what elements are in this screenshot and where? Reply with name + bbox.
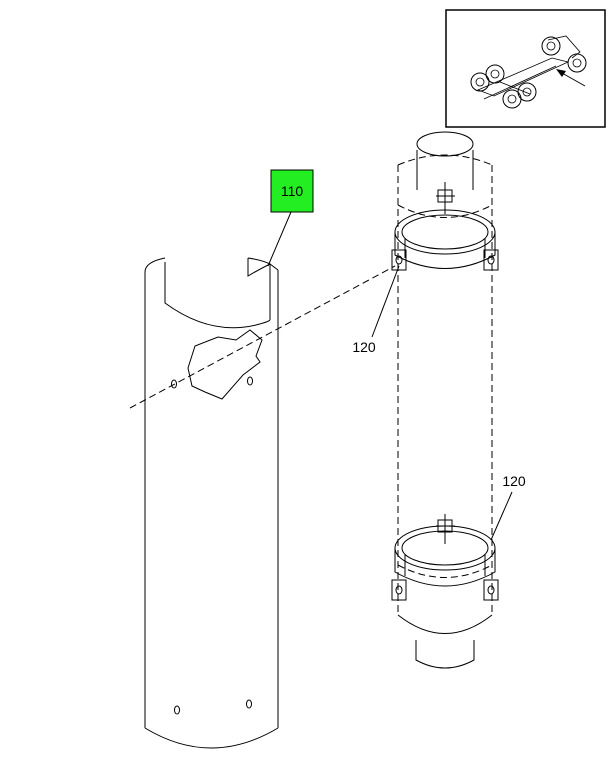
callout-120-lower-label: 120 bbox=[502, 473, 526, 489]
callout-120-upper-label: 120 bbox=[352, 339, 376, 355]
lower-clamp bbox=[391, 514, 499, 601]
upper-clamp bbox=[391, 182, 499, 271]
location-arrow bbox=[556, 69, 586, 87]
heat-shield bbox=[144, 257, 279, 749]
shield-cutout bbox=[187, 329, 263, 400]
callout-110-label: 110 bbox=[281, 183, 304, 199]
locator-inset bbox=[445, 9, 606, 128]
callout-110[interactable]: 110 bbox=[267, 169, 314, 267]
callout-120-lower[interactable]: 120 bbox=[490, 473, 526, 541]
chassis-icon bbox=[470, 35, 587, 109]
assembly-line bbox=[129, 265, 396, 409]
callout-120-upper[interactable]: 120 bbox=[352, 265, 400, 355]
inset-frame bbox=[445, 9, 606, 128]
callout-110-box bbox=[270, 169, 314, 213]
